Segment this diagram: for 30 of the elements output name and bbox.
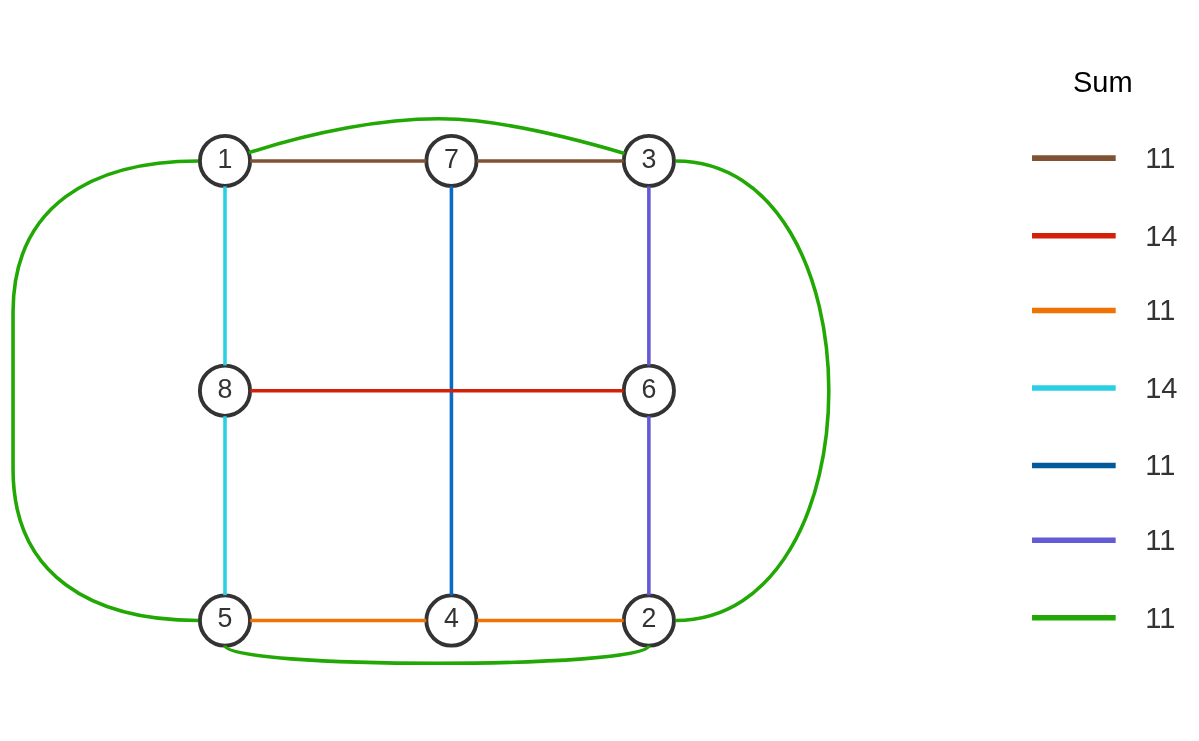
node-circle: 5 bbox=[197, 593, 253, 648]
node-circle: 2 bbox=[621, 593, 676, 648]
connector bbox=[11, 159, 199, 623]
label: Sum bbox=[1073, 66, 1133, 99]
legend-label: 14 bbox=[1145, 219, 1178, 252]
connector bbox=[476, 618, 624, 623]
connector bbox=[250, 159, 427, 163]
connector bbox=[250, 618, 427, 623]
connector bbox=[647, 186, 651, 366]
connector bbox=[250, 388, 624, 393]
legend-label: 11 bbox=[1145, 601, 1176, 634]
connector bbox=[675, 159, 831, 623]
node-circle: 6 bbox=[621, 363, 676, 418]
connector bbox=[224, 644, 650, 666]
legend-label: 11 bbox=[1145, 524, 1176, 557]
node-circle: 8 bbox=[197, 363, 253, 418]
connector bbox=[248, 117, 626, 156]
connector bbox=[449, 186, 454, 596]
node-circle: 7 bbox=[424, 133, 479, 188]
legend-label: 14 bbox=[1145, 371, 1178, 404]
node-circle: 3 bbox=[621, 133, 676, 188]
node-circle: 1 bbox=[197, 133, 253, 188]
legend-label: 11 bbox=[1145, 449, 1176, 482]
connector bbox=[647, 416, 651, 596]
node-circle: 4 bbox=[424, 593, 479, 648]
connector bbox=[223, 186, 227, 366]
connector bbox=[476, 159, 624, 163]
legend-label: 11 bbox=[1145, 141, 1176, 174]
connector bbox=[223, 416, 227, 596]
legend-label: 11 bbox=[1145, 294, 1176, 327]
